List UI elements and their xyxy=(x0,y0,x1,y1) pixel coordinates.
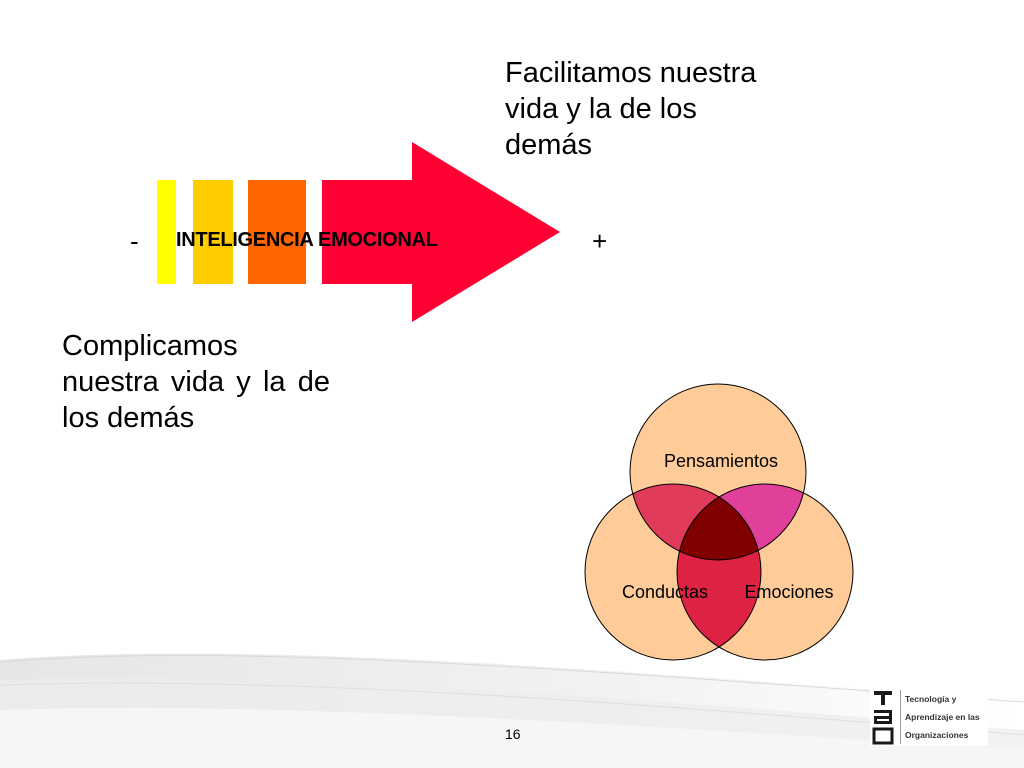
logo-line: Tecnología y xyxy=(900,690,980,708)
label-emociones: Emociones xyxy=(744,582,833,602)
overlap-center xyxy=(677,484,761,560)
logo-line: Organizaciones xyxy=(900,726,980,744)
arrow-bar-yellow xyxy=(157,180,176,284)
plus-sign: + xyxy=(592,226,608,256)
background-swoosh xyxy=(0,653,1024,768)
arrow-bar-amber xyxy=(193,180,233,284)
tao-logo-mark xyxy=(872,691,894,745)
arrow-head-red xyxy=(322,142,560,322)
logo-line: Aprendizaje en las xyxy=(900,708,980,726)
label-pensamientos: Pensamientos xyxy=(664,451,778,471)
venn-diagram: Pensamientos Conductas Emociones xyxy=(584,383,854,661)
positive-outcome-text: Facilitamos nuestra vida y la de los dem… xyxy=(505,57,757,161)
label-conductas: Conductas xyxy=(622,582,708,602)
page-number: 16 xyxy=(505,726,521,742)
emotional-intelligence-arrow xyxy=(157,142,560,322)
arrow-bar-orange xyxy=(248,180,306,284)
negative-outcome-text: Complicamos nuestra vida y la de los dem… xyxy=(62,330,330,434)
minus-sign: - xyxy=(130,226,139,256)
arrow-label: INTELIGENCIA EMOCIONAL xyxy=(176,229,438,251)
tao-logo-text: Tecnología y Aprendizaje en las Organiza… xyxy=(900,690,980,744)
tao-logo: Tecnología y Aprendizaje en las Organiza… xyxy=(870,688,988,746)
